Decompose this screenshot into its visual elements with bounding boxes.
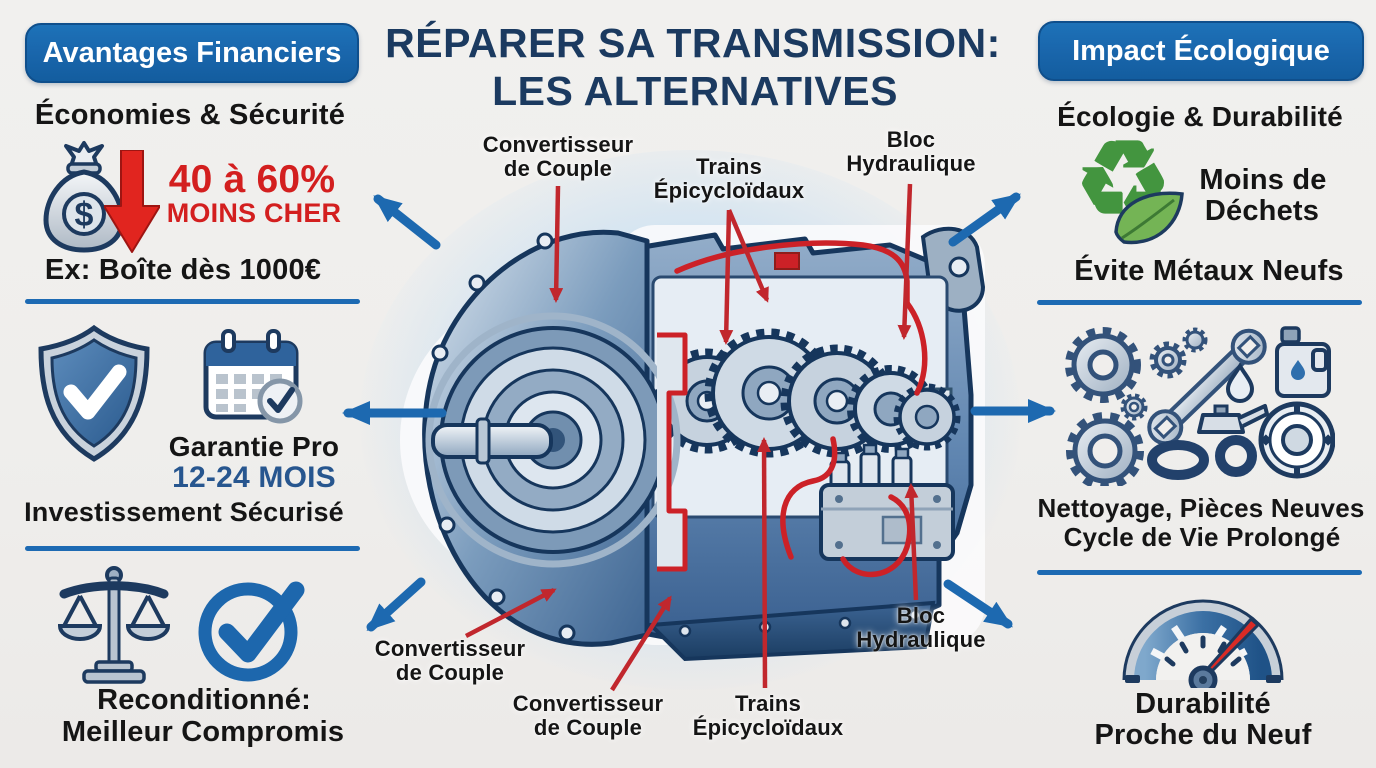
label-top-hydraulic: Bloc Hydraulique — [846, 127, 976, 176]
gear-icon — [1182, 327, 1208, 353]
left-divider-bottom — [25, 546, 360, 551]
transmission-cutaway-illustration — [400, 225, 986, 662]
durability-line1: Durabilité — [1135, 688, 1271, 720]
label-top-converter: Convertisseur de Couple — [482, 132, 634, 181]
gear-icon — [1066, 412, 1144, 486]
check-circle-icon — [198, 581, 305, 682]
valve-body — [819, 443, 955, 561]
ecology-heading: Écologie & Durabilité — [1057, 101, 1343, 132]
gauge-icon — [1122, 599, 1284, 688]
verdict-line2: Meilleur Compromis — [61, 716, 345, 748]
seal-ring-icon — [1147, 440, 1209, 480]
oil-jug-icon — [1275, 326, 1331, 398]
right-divider-bottom — [1037, 570, 1362, 575]
page-title-line2: LES ALTERNATIVES — [492, 68, 898, 114]
shield-check-icon — [38, 324, 150, 462]
wrench-icon — [1147, 328, 1267, 446]
ecology-note: Évite Métaux Neufs — [1074, 255, 1344, 287]
refurb-line2: Cycle de Vie Prolongé — [1063, 522, 1341, 552]
spare-parts-icons — [1065, 326, 1335, 486]
seal-ring-icon — [1215, 435, 1257, 477]
durability-line2: Proche du Neuf — [1094, 719, 1312, 751]
savings-heading: Économies & Sécurité — [34, 99, 346, 131]
ecology-benefit-line2: Déchets — [1204, 195, 1320, 227]
left-panel-header: Avantages Financiers — [25, 23, 359, 83]
bearing-icon — [1258, 401, 1335, 479]
warranty-duration: 12-24 MOIS — [172, 461, 336, 494]
savings-stat-caption: MOINS CHER — [166, 198, 342, 228]
balance-scale-icon — [57, 566, 171, 684]
page-title-line1: RÉPARER SA TRANSMISSION: — [385, 20, 1001, 66]
leaf-icon — [1114, 191, 1184, 245]
oil-can-icon — [1197, 404, 1278, 434]
label-bottom-converter-center: Convertisseur de Couple — [512, 691, 664, 740]
ecology-benefit-line1: Moins de — [1199, 164, 1327, 196]
label-bottom-planetary: Trains Épicycloïdaux — [692, 691, 844, 740]
savings-example: Ex: Boîte dès 1000€ — [44, 254, 322, 286]
gear-icon — [1149, 341, 1187, 379]
label-bottom-converter-left: Convertisseur de Couple — [374, 636, 526, 685]
droplet-icon — [1225, 362, 1255, 403]
label-top-planetary: Trains Épicycloïdaux — [653, 154, 805, 203]
right-divider-top — [1037, 300, 1362, 305]
verdict-line1: Reconditionné: — [97, 684, 311, 716]
svg-text:$: $ — [75, 196, 94, 234]
down-arrow-icon — [104, 150, 160, 253]
recycle-leaf-icon: ♻ — [1058, 126, 1188, 256]
warranty-note: Investissement Sécurisé — [24, 497, 344, 527]
left-panel-header-label: Avantages Financiers — [42, 36, 342, 69]
right-panel-header-label: Impact Écologique — [1072, 34, 1330, 67]
label-bottom-hydraulic: Bloc Hydraulique — [856, 603, 986, 652]
planetary-gears — [654, 328, 961, 458]
left-divider-top — [25, 299, 360, 304]
savings-stat: 40 à 60% — [168, 158, 336, 201]
gear-icon — [1120, 393, 1148, 421]
warranty-title: Garantie Pro — [168, 431, 340, 462]
right-panel-header: Impact Écologique — [1038, 21, 1364, 81]
torque-converter — [425, 312, 681, 568]
gear-icon — [1065, 327, 1141, 403]
calendar-check-icon — [203, 329, 303, 424]
money-bag-icon: $ — [43, 141, 125, 253]
refurb-line1: Nettoyage, Pièces Neuves — [1037, 493, 1365, 523]
